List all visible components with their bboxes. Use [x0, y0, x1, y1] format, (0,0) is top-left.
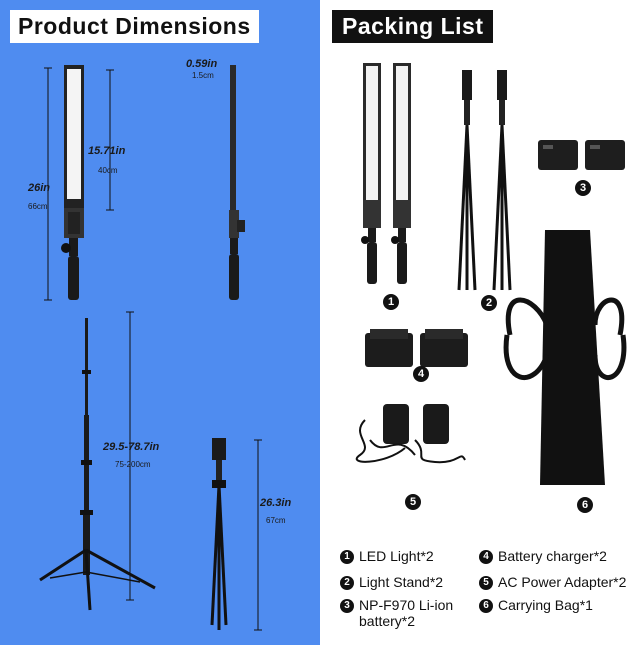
legend-item-4: 4 Battery charger*2 — [479, 548, 607, 564]
packing-list-title: Packing List — [332, 10, 494, 43]
battery-chargers-item-illustration — [365, 329, 468, 367]
batteries-item-illustration — [538, 140, 625, 170]
carrying-bag-item-illustration — [503, 230, 627, 485]
led-panel-length-in: 15.71in — [88, 145, 126, 157]
legend-text-2: Light Stand*2 — [359, 574, 444, 590]
item-6-badge: 6 — [577, 497, 593, 513]
led-total-length-cm: 66cm — [28, 202, 48, 211]
legend-num-2: 2 — [340, 576, 354, 590]
stand-extended-height-in: 29.5-78.7in — [103, 441, 160, 453]
legend-text-1: LED Light*2 — [359, 548, 434, 564]
item-1-badge: 1 — [383, 294, 399, 310]
led-panel-length-cm: 40cm — [98, 166, 118, 175]
legend-num-3: 3 — [340, 599, 354, 613]
led-light-front-illustration — [44, 65, 114, 301]
light-stand-extended-illustration — [39, 311, 156, 611]
legend-text-3: NP-F970 Li-ion battery*2 — [359, 597, 453, 629]
legend-num-1: 1 — [340, 550, 354, 564]
item-2-badge: 2 — [481, 295, 497, 311]
legend-item-2: 2 Light Stand*2 — [340, 574, 443, 590]
led-total-length-in: 26in — [28, 182, 51, 194]
legend-item-5: 5 AC Power Adapter*2 — [479, 574, 626, 590]
legend-num-6: 6 — [479, 599, 493, 613]
light-stand-folded-illustration — [210, 438, 262, 631]
legend-item-6: 6 Carrying Bag*1 — [479, 597, 593, 613]
item-5-badge: 5 — [405, 494, 421, 510]
light-stands-item-illustration — [457, 70, 512, 291]
legend-text-6: Carrying Bag*1 — [498, 597, 593, 613]
led-width-cm: 1.5cm — [192, 71, 214, 80]
stand-folded-height-in: 26.3in — [260, 497, 292, 509]
stand-folded-height-cm: 67cm — [266, 516, 286, 525]
legend-text-5: AC Power Adapter*2 — [498, 574, 627, 590]
stand-extended-height-cm: 75-200cm — [115, 460, 151, 469]
led-width-in: 0.59in — [186, 58, 218, 70]
led-light-side-illustration — [229, 65, 245, 300]
product-dimensions-panel — [0, 0, 320, 645]
item-4-badge: 4 — [413, 366, 429, 382]
legend-text-4: Battery charger*2 — [498, 548, 607, 564]
legend-num-5: 5 — [479, 576, 493, 590]
legend-item-3: 3 NP-F970 Li-ion battery*2 — [340, 597, 453, 629]
legend-text-3-line1: NP-F970 Li-ion — [359, 597, 454, 613]
product-dimensions-title: Product Dimensions — [10, 10, 259, 43]
item-3-badge: 3 — [575, 180, 591, 196]
legend-num-4: 4 — [479, 550, 493, 564]
led-lights-item-illustration — [361, 63, 411, 284]
legend-item-1: 1 LED Light*2 — [340, 548, 434, 564]
legend-text-3-line2: battery*2 — [359, 613, 416, 629]
ac-power-adapters-item-illustration — [356, 404, 466, 464]
